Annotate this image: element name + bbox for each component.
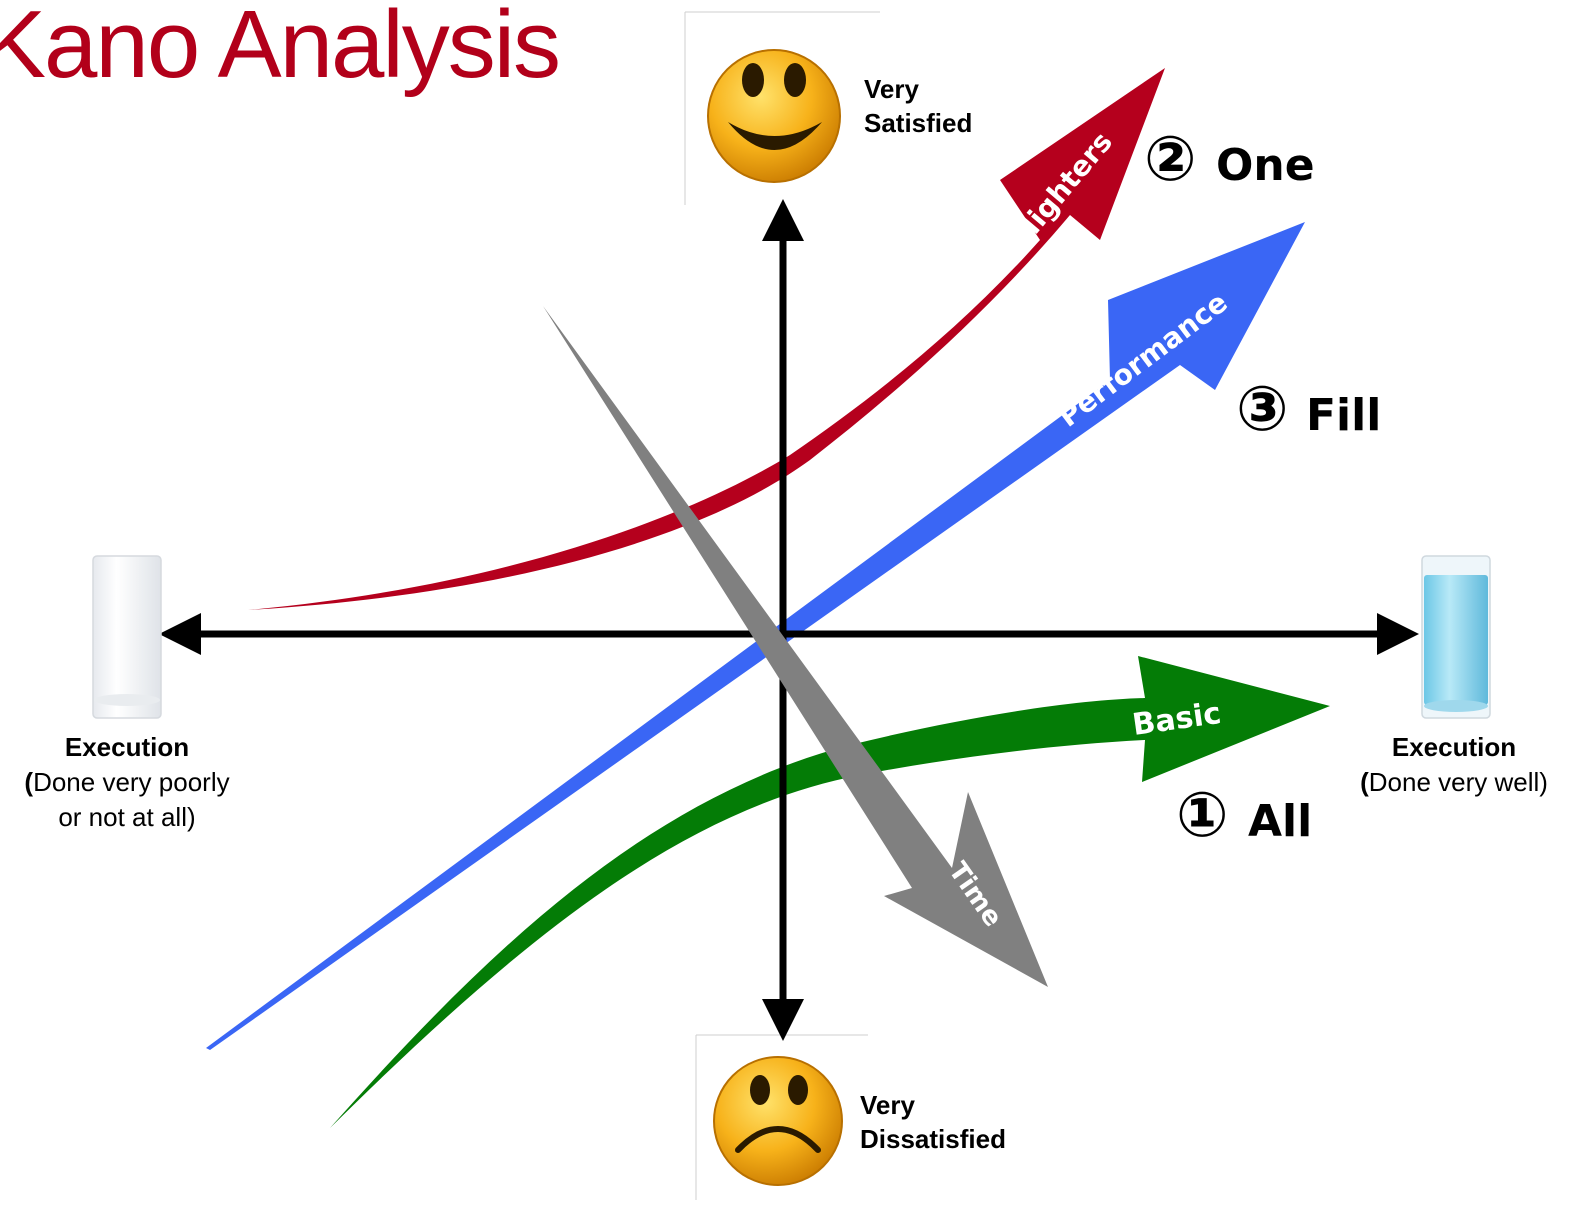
rank-fill-word: Fill <box>1306 390 1381 441</box>
rank-all-word: All <box>1248 796 1312 847</box>
page-title: Kano Analysis <box>0 0 561 98</box>
basic-curve: Basic <box>330 656 1330 1128</box>
full-glass-icon <box>1421 555 1491 719</box>
rank-one: ② One <box>1144 122 1315 195</box>
right-label-line1: Execution <box>1392 732 1516 762</box>
left-label-line3: or not at all) <box>58 802 195 832</box>
axes <box>159 199 1419 1041</box>
right-label-paren: ( <box>1360 767 1369 797</box>
time-arrow: Time <box>543 306 1048 987</box>
right-label-line2: (Done very well) <box>1360 767 1548 797</box>
left-label-rest: Done very poorly <box>33 767 230 797</box>
rank-all-symbol: ① <box>1176 778 1229 851</box>
rank-fill: ③ Fill <box>1236 372 1381 445</box>
bottom-label-line2: Dissatisfied <box>860 1124 1006 1154</box>
rank-one-word: One <box>1216 140 1315 191</box>
rank-all: ① All <box>1176 778 1312 851</box>
left-label-line1: Execution <box>65 732 189 762</box>
right-label-rest: Done very well) <box>1369 767 1548 797</box>
left-label-paren: ( <box>24 767 33 797</box>
delighters-curve: Delighters <box>248 68 1165 610</box>
left-label-line2: (Done very poorly <box>24 767 229 797</box>
rank-one-symbol: ② <box>1144 122 1197 195</box>
smiley-sad-icon <box>713 1056 843 1186</box>
empty-glass-icon <box>92 555 162 719</box>
smiley-happy-icon <box>707 49 841 183</box>
bottom-label-line1: Very <box>860 1090 915 1120</box>
top-label-line1: Very <box>864 74 919 104</box>
top-label-line2: Satisfied <box>864 108 972 138</box>
rank-fill-symbol: ③ <box>1236 372 1289 445</box>
